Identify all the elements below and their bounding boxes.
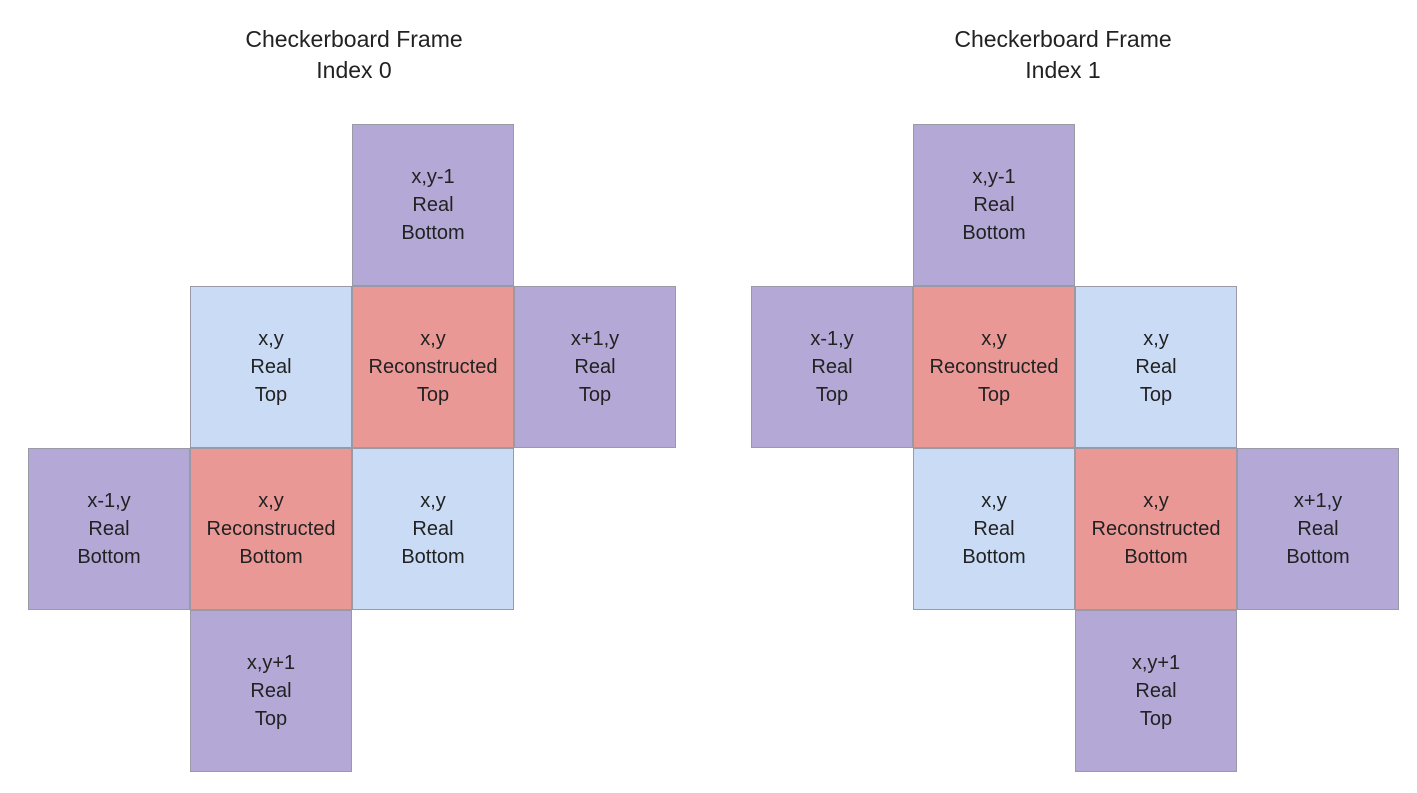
- cell-half: Bottom: [401, 222, 465, 244]
- cell-coord: x,y: [1143, 490, 1169, 512]
- cell-kind: Real: [412, 194, 454, 216]
- cell-coord: x+1,y: [1293, 490, 1343, 512]
- diagram-title: Checkerboard Frame Index 0: [0, 24, 708, 86]
- cell-self-top-reconstructed: x,y Reconstructed Top: [352, 286, 514, 448]
- cell-coord: x,y: [258, 490, 284, 512]
- cell-kind: Real: [1297, 518, 1339, 540]
- cell-kind: Real: [1135, 680, 1177, 702]
- cell-coord: x,y: [258, 328, 284, 350]
- cell-self-bottom-reconstructed: x,y Reconstructed Bottom: [1075, 448, 1237, 610]
- cell-coord: x,y: [420, 328, 446, 350]
- cell-south-neighbor: x,y+1 Real Top: [190, 610, 352, 772]
- cell-south-neighbor: x,y+1 Real Top: [1075, 610, 1237, 772]
- cell-coord: x,y-1: [411, 166, 455, 188]
- cell-north-neighbor: x,y-1 Real Bottom: [913, 124, 1075, 286]
- diagram-index-0: Checkerboard Frame Index 0 x,y-1 Real Bo…: [0, 0, 708, 793]
- title-line-1: Checkerboard Frame: [954, 26, 1172, 52]
- cell-self-top-real: x,y Real Top: [1075, 286, 1237, 448]
- cell-coord: x,y+1: [246, 652, 296, 674]
- cell-half: Top: [416, 384, 450, 406]
- cell-kind: Reconstructed: [368, 356, 498, 378]
- cell-half: Top: [977, 384, 1011, 406]
- cell-north-neighbor: x,y-1 Real Bottom: [352, 124, 514, 286]
- cell-self-bottom-reconstructed: x,y Reconstructed Bottom: [190, 448, 352, 610]
- diagram-index-1: Checkerboard Frame Index 1 x,y-1 Real Bo…: [709, 0, 1417, 793]
- cell-half: Bottom: [401, 546, 465, 568]
- cell-kind: Real: [574, 356, 616, 378]
- cell-coord: x,y: [420, 490, 446, 512]
- cell-coord: x-1,y: [87, 490, 131, 512]
- cell-kind: Real: [1135, 356, 1177, 378]
- cell-half: Bottom: [77, 546, 141, 568]
- title-line-1: Checkerboard Frame: [245, 26, 463, 52]
- cell-self-top-reconstructed: x,y Reconstructed Top: [913, 286, 1075, 448]
- cell-half: Top: [254, 708, 288, 730]
- cell-kind: Reconstructed: [929, 356, 1059, 378]
- cell-kind: Real: [250, 356, 292, 378]
- cell-self-bottom-real: x,y Real Bottom: [913, 448, 1075, 610]
- cell-coord: x,y+1: [1131, 652, 1181, 674]
- cell-coord: x,y: [981, 490, 1007, 512]
- cell-coord: x,y-1: [972, 166, 1016, 188]
- cell-coord: x,y: [981, 328, 1007, 350]
- cell-coord: x-1,y: [810, 328, 854, 350]
- cell-kind: Reconstructed: [1091, 518, 1221, 540]
- cell-west-neighbor: x-1,y Real Bottom: [28, 448, 190, 610]
- title-line-2: Index 1: [1025, 57, 1101, 83]
- cell-half: Top: [1139, 384, 1173, 406]
- cell-half: Top: [1139, 708, 1173, 730]
- cell-half: Top: [815, 384, 849, 406]
- cell-kind: Real: [250, 680, 292, 702]
- cell-half: Bottom: [239, 546, 303, 568]
- cell-kind: Real: [88, 518, 130, 540]
- cell-kind: Real: [412, 518, 454, 540]
- cell-kind: Reconstructed: [206, 518, 336, 540]
- cell-half: Bottom: [1286, 546, 1350, 568]
- cell-self-bottom-real: x,y Real Bottom: [352, 448, 514, 610]
- cell-east-neighbor: x+1,y Real Bottom: [1237, 448, 1399, 610]
- cell-half: Bottom: [1124, 546, 1188, 568]
- cell-half: Bottom: [962, 546, 1026, 568]
- cell-kind: Real: [811, 356, 853, 378]
- cell-half: Top: [254, 384, 288, 406]
- cell-self-top-real: x,y Real Top: [190, 286, 352, 448]
- cell-kind: Real: [973, 194, 1015, 216]
- cell-coord: x,y: [1143, 328, 1169, 350]
- cell-half: Bottom: [962, 222, 1026, 244]
- cell-east-neighbor: x+1,y Real Top: [514, 286, 676, 448]
- cell-west-neighbor: x-1,y Real Top: [751, 286, 913, 448]
- cell-half: Top: [578, 384, 612, 406]
- diagram-title: Checkerboard Frame Index 1: [709, 24, 1417, 86]
- cell-kind: Real: [973, 518, 1015, 540]
- title-line-2: Index 0: [316, 57, 392, 83]
- cell-coord: x+1,y: [570, 328, 620, 350]
